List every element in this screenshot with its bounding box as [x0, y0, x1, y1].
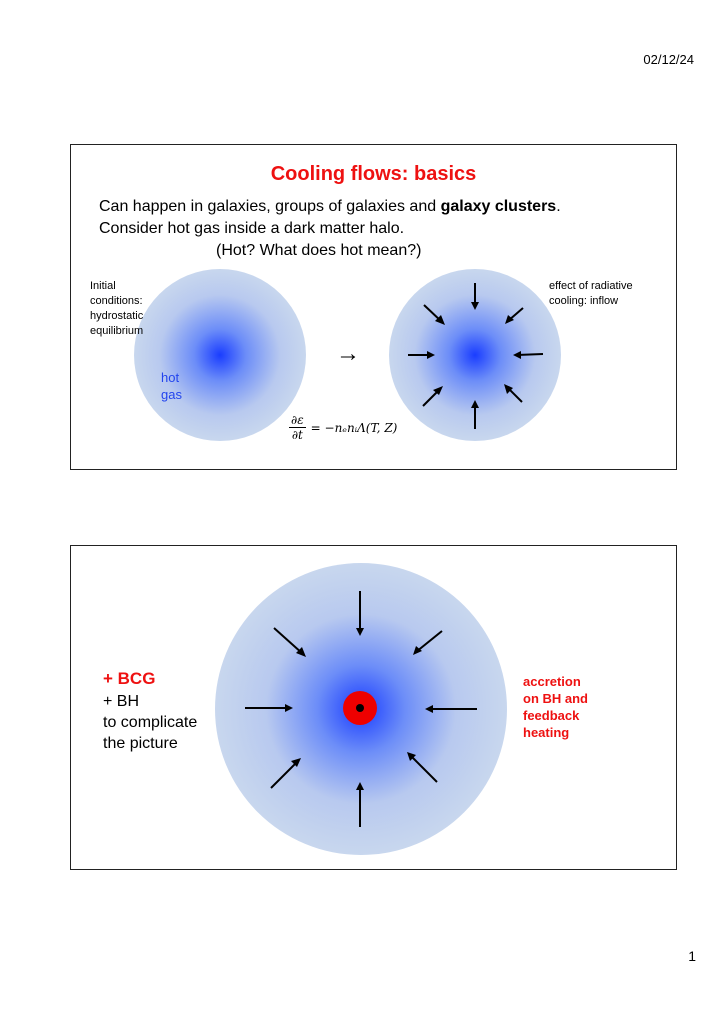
inflow-arrowheads: [285, 628, 433, 790]
intro-line-3: (Hot? What does hot mean?): [216, 242, 422, 259]
formula-rhs: = −nₑnᵢΛ(T, Z): [310, 420, 398, 435]
formula-fraction: ∂ε ∂t: [289, 413, 306, 442]
accretion-line: on BH and: [523, 691, 588, 706]
slide1-diagram: [134, 269, 561, 441]
inflow-arrows: [245, 591, 477, 827]
intro-line-2: Consider hot gas inside a dark matter ha…: [99, 220, 405, 237]
intro-line-1: Can happen in galaxies, groups of galaxi…: [99, 198, 561, 216]
intro-line-1-end: .: [556, 198, 561, 215]
bcg-label: + BCG: [103, 669, 156, 688]
slide-cooling-flows-basics: Cooling flows: basics Can happen in gala…: [70, 144, 677, 470]
complicate-line-1: to complicate: [103, 714, 198, 731]
note-line: equilibrium: [90, 325, 144, 337]
complicate-line-2: the picture: [103, 735, 178, 752]
cooling-rate-formula: ∂ε ∂t = −nₑnᵢΛ(T, Z): [289, 413, 397, 442]
note-line: conditions:: [90, 295, 143, 307]
initial-conditions-note: Initial conditions: hydrostatic equilibr…: [90, 279, 160, 339]
hot-gas-label: hot gas: [161, 369, 182, 403]
radiative-cooling-note: effect of radiative cooling: inflow: [549, 279, 659, 309]
note-line: hydrostatic: [90, 310, 144, 322]
accretion-line: accretion: [523, 674, 581, 689]
slide-bcg-bh: + BCG + BH to complicate the picture acc…: [70, 545, 677, 870]
halo-initial: [134, 269, 306, 441]
page-number: 1: [688, 948, 696, 964]
slide-title: Cooling flows: basics: [270, 163, 477, 185]
page-date: 02/12/24: [643, 52, 694, 67]
slide2-diagram: [215, 563, 507, 855]
formula-denominator: ∂t: [291, 428, 303, 442]
accretion-feedback-note: accretion on BH and feedback heating: [523, 673, 613, 741]
hot-gas-line: hot: [161, 370, 180, 385]
right-arrow-icon: →: [336, 340, 360, 367]
formula-numerator: ∂ε: [289, 413, 306, 428]
intro-line-1-text: Can happen in galaxies, groups of galaxi…: [99, 198, 441, 215]
hot-gas-line: gas: [161, 387, 182, 402]
bh-label: + BH: [103, 693, 140, 710]
inflow-arrowheads: [427, 302, 521, 408]
galaxy-clusters-bold: galaxy clusters: [440, 198, 557, 215]
black-hole-dot: [356, 704, 364, 712]
note-line: effect of radiative: [549, 280, 633, 292]
note-line: cooling: inflow: [549, 295, 619, 307]
accretion-line: feedback: [523, 708, 580, 723]
accretion-line: heating: [523, 725, 570, 740]
note-line: Initial: [90, 280, 116, 292]
